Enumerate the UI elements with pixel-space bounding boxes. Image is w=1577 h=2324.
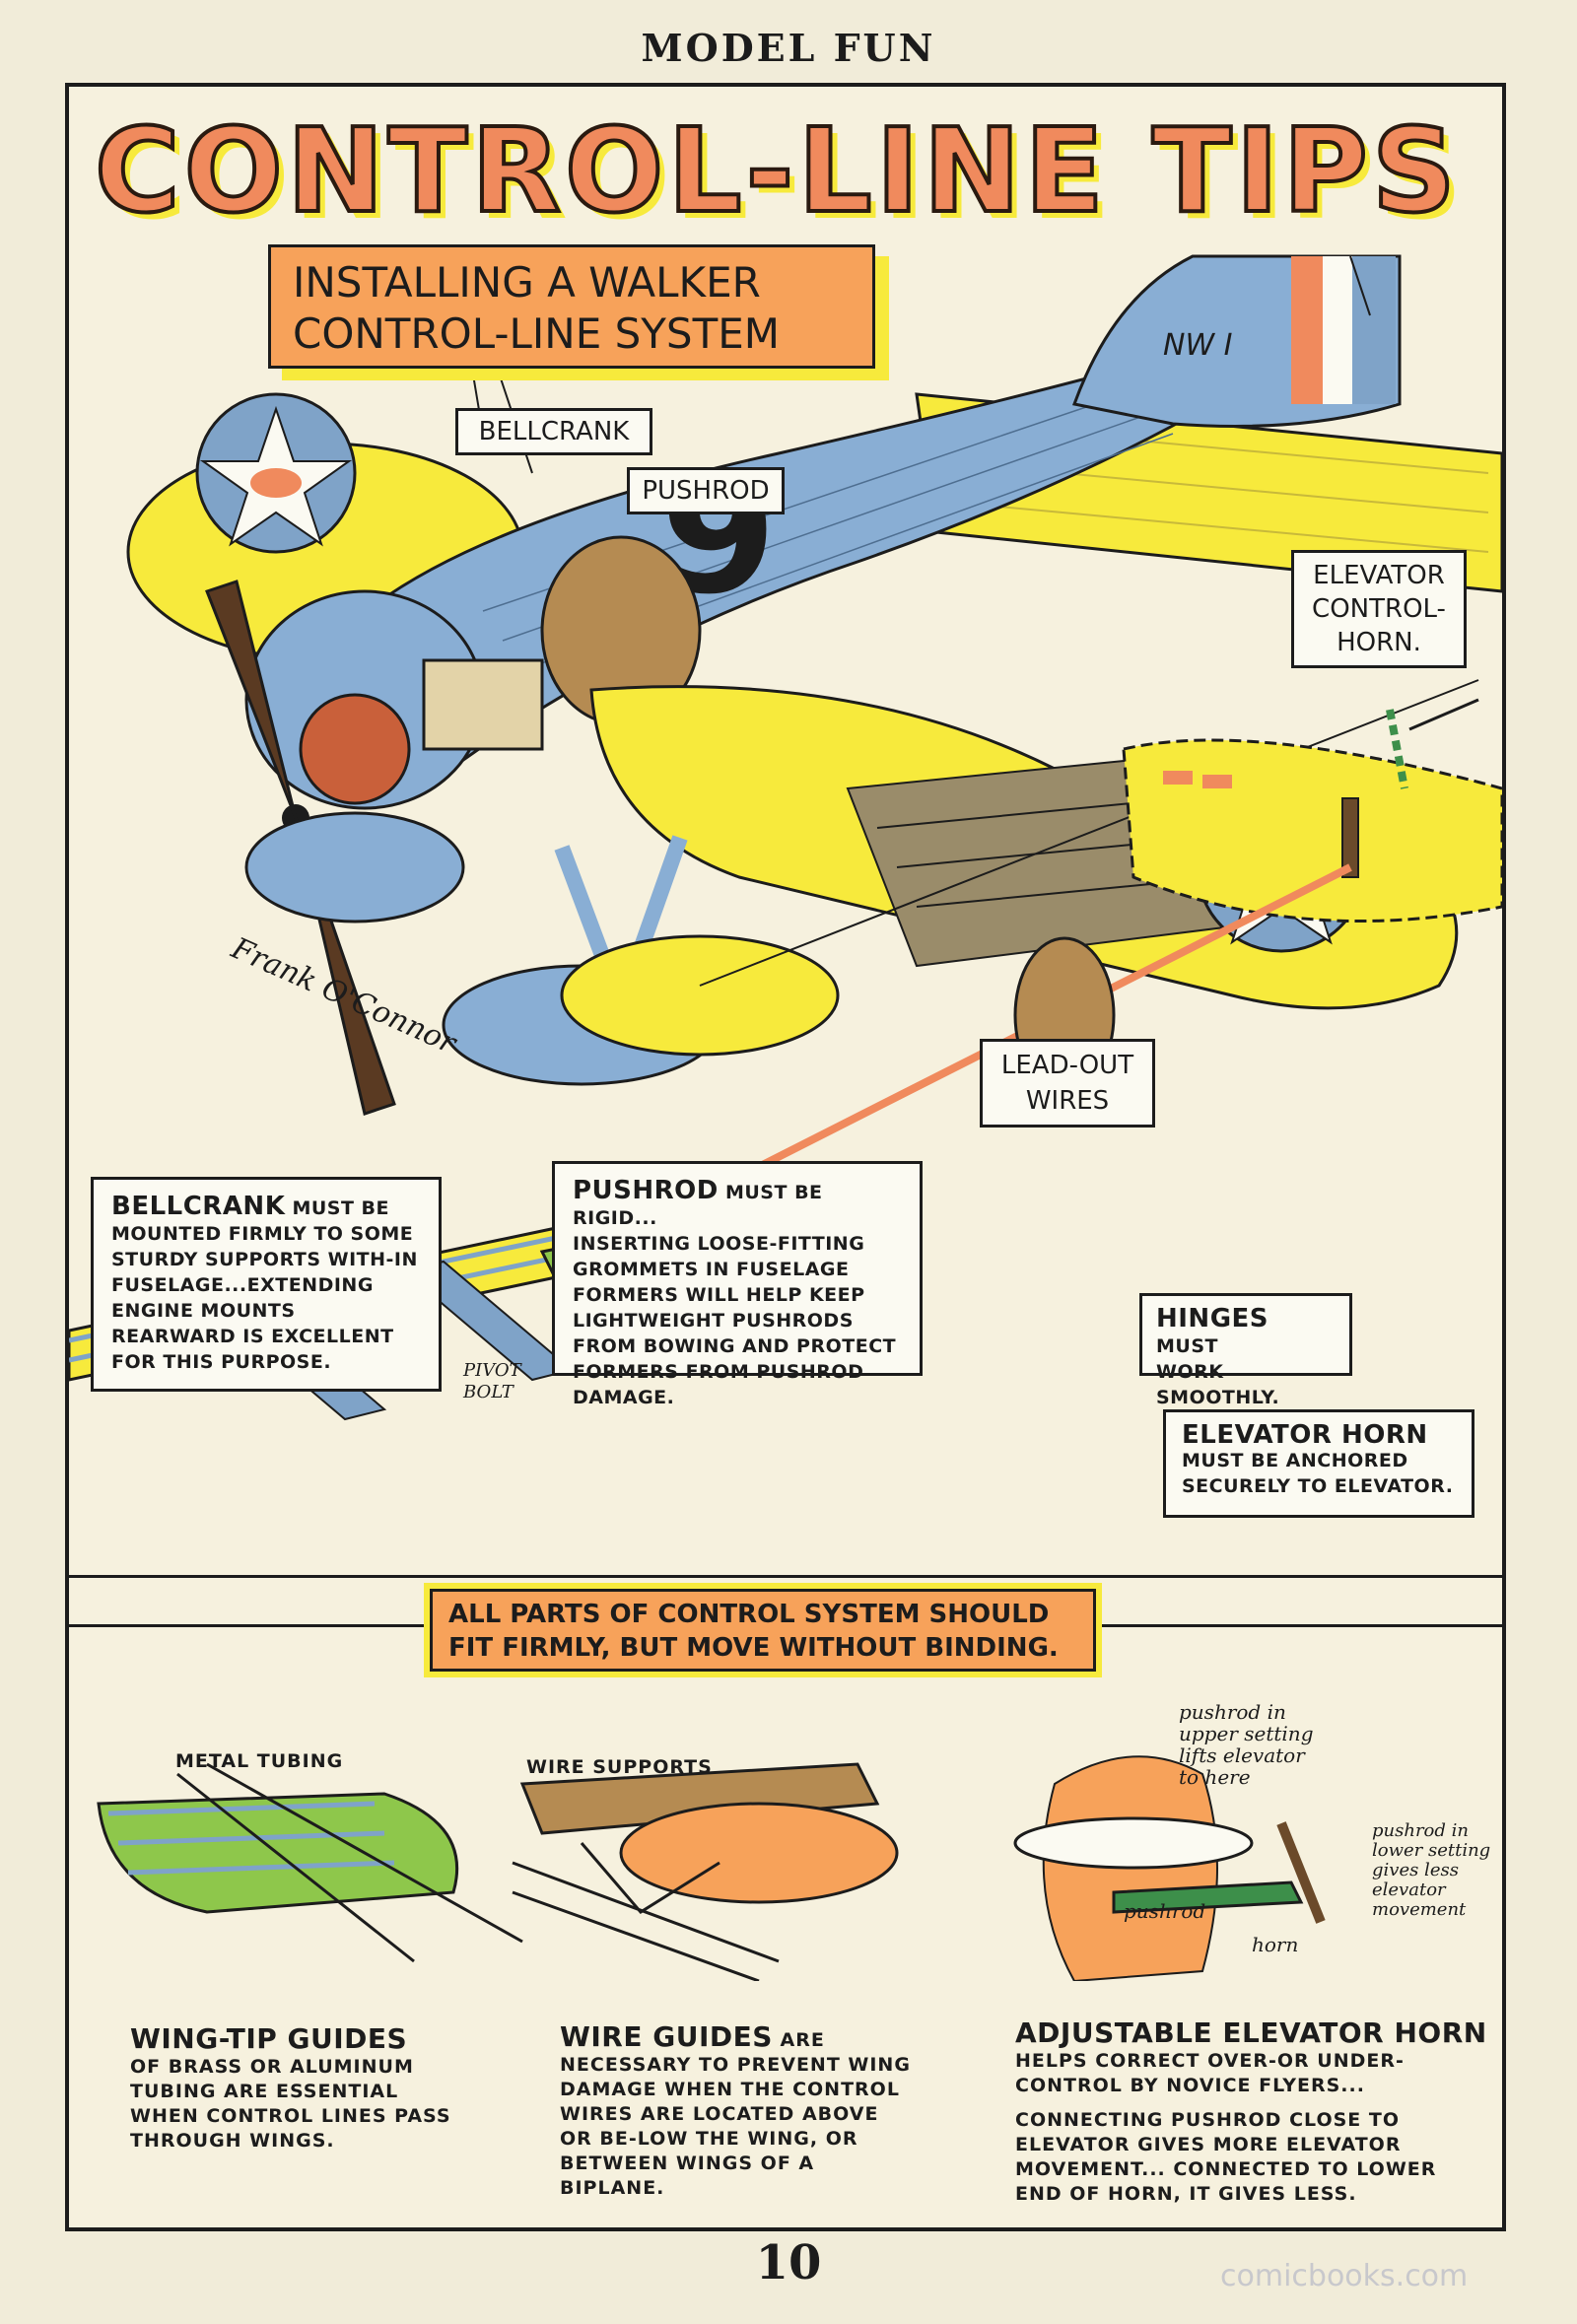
bottom-illustrations	[97, 1755, 1326, 1981]
label-pivot-line-1: PIVOT	[463, 1360, 521, 1381]
caption-wingtip-body: OF BRASS OR ALUMINUM TUBING ARE ESSENTIA…	[130, 2056, 451, 2152]
callout-elevator-horn-body: MUST BE ANCHORED SECURELY TO ELEVATOR.	[1182, 1450, 1454, 1497]
note-horn: horn	[1252, 1933, 1299, 1956]
label-pushrod: PUSHROD	[627, 467, 785, 514]
caption-wingtip-title: WING-TIP GUIDES	[130, 2022, 408, 2055]
callout-hinges: HINGES MUST WORK SMOOTHLY.	[1139, 1293, 1352, 1408]
callout-bellcrank-lead: BELLCRANK	[111, 1192, 286, 1221]
tip-banner: ALL PARTS OF CONTROL SYSTEM SHOULD FIT F…	[430, 1589, 1096, 1672]
callout-bellcrank-lead-rest: MUST BE	[285, 1197, 390, 1219]
banner-line-2: FIT FIRMLY, BUT MOVE WITHOUT BINDING.	[448, 1633, 1059, 1663]
label-pivot-line-2: BOLT	[463, 1382, 514, 1402]
note-upper-3: lifts elevator	[1179, 1743, 1305, 1767]
callout-hinges-lead-rest: MUST	[1156, 1335, 1218, 1357]
label-wire-supports: WIRE SUPPORTS	[526, 1756, 713, 1778]
label-elevator-line-3: HORN.	[1337, 628, 1421, 657]
magazine-header: MODEL FUN	[641, 26, 936, 70]
subtitle-line-1: INSTALLING A WALKER	[293, 258, 761, 307]
label-pivot-bolt: PIVOT BOLT	[463, 1360, 521, 1403]
section-divider	[69, 1575, 1502, 1578]
caption-adjustable-body-1: HELPS CORRECT OVER-OR UNDER-CONTROL BY N…	[1015, 2050, 1405, 2096]
label-elevator-line-1: ELEVATOR	[1313, 561, 1445, 590]
subtitle-line-2: CONTROL-LINE SYSTEM	[293, 309, 781, 358]
callout-elevator-horn: ELEVATOR HORN MUST BE ANCHORED SECURELY …	[1163, 1409, 1474, 1518]
label-elevator-line-2: CONTROL-	[1312, 594, 1446, 624]
note-upper-1: pushrod in	[1179, 1700, 1286, 1724]
note-lower-1: pushrod in	[1372, 1820, 1469, 1841]
callout-bellcrank-body: MOUNTED FIRMLY TO SOME STURDY SUPPORTS W…	[111, 1223, 418, 1373]
note-pushrod: pushrod	[1124, 1899, 1206, 1923]
caption-adjustable-title: ADJUSTABLE ELEVATOR HORN	[1015, 2016, 1487, 2049]
callout-pushrod-body: INSERTING LOOSE-FITTING GROMMETS IN FUSE…	[573, 1233, 897, 1408]
section-subtitle: INSTALLING A WALKER CONTROL-LINE SYSTEM	[268, 244, 875, 369]
site-watermark: comicbooks.com	[1220, 2259, 1469, 2293]
caption-wireguides-title-rest: ARE	[772, 2029, 825, 2051]
callout-hinges-lead: HINGES	[1156, 1304, 1269, 1333]
label-bellcrank: BELLCRANK	[455, 408, 652, 455]
label-metal-tubing: METAL TUBING	[175, 1750, 344, 1772]
callout-pushrod: PUSHROD MUST BE RIGID... INSERTING LOOSE…	[552, 1161, 923, 1408]
note-lower-2: lower setting	[1372, 1840, 1491, 1861]
tail-code: NW I	[1163, 328, 1233, 363]
label-leadout-line-1: LEAD-OUT	[1000, 1051, 1134, 1080]
callout-pushrod-lead: PUSHROD	[573, 1176, 719, 1205]
label-lead-out-wires: LEAD-OUT WIRES	[980, 1039, 1155, 1128]
note-lower-5: movement	[1372, 1899, 1467, 1920]
banner-line-1: ALL PARTS OF CONTROL SYSTEM SHOULD	[448, 1600, 1050, 1629]
callout-pushrod-lead-rest: MUST BE RIGID...	[573, 1182, 823, 1229]
note-upper-2: upper setting	[1179, 1722, 1314, 1745]
callout-bellcrank: BELLCRANK MUST BE MOUNTED FIRMLY TO SOME…	[91, 1177, 442, 1392]
page-number: 10	[755, 2235, 822, 2290]
caption-adjustable-body-2: CONNECTING PUSHROD CLOSE TO ELEVATOR GIV…	[1015, 2109, 1437, 2205]
note-upper-setting: pushrod in upper setting lifts elevator …	[1179, 1701, 1314, 1788]
caption-adjustable-horn: ADJUSTABLE ELEVATOR HORN HELPS CORRECT O…	[1015, 2016, 1488, 2207]
caption-wingtip-guides: WING-TIP GUIDES OF BRASS OR ALUMINUM TUB…	[130, 2022, 455, 2153]
callout-hinges-body: WORK SMOOTHLY.	[1156, 1361, 1280, 1408]
label-elevator-control-horn: ELEVATOR CONTROL- HORN.	[1291, 550, 1467, 668]
caption-wire-guides: WIRE GUIDES ARE NECESSARY TO PREVENT WIN…	[560, 2020, 915, 2201]
page-title: CONTROL-LINE TIPS	[93, 101, 1460, 240]
note-upper-4: to here	[1179, 1765, 1251, 1789]
callout-elevator-horn-lead: ELEVATOR HORN	[1182, 1420, 1428, 1450]
label-leadout-line-2: WIRES	[1025, 1086, 1110, 1116]
caption-wireguides-title: WIRE GUIDES	[560, 2020, 773, 2053]
note-lower-setting: pushrod in lower setting gives less elev…	[1372, 1821, 1490, 1920]
note-lower-3: gives less	[1372, 1860, 1459, 1880]
caption-wireguides-body: NECESSARY TO PREVENT WING DAMAGE WHEN TH…	[560, 2054, 911, 2199]
note-lower-4: elevator	[1372, 1880, 1446, 1900]
